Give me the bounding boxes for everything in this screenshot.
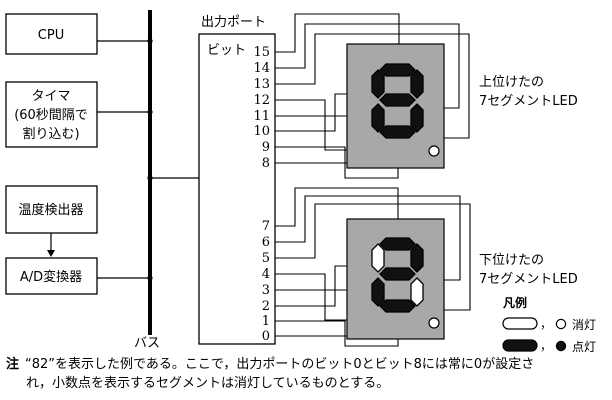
legend-on-label: 点灯 — [572, 340, 596, 352]
legend-on-segment — [502, 339, 538, 352]
wire — [275, 23, 460, 109]
lower-led-label-2: 7セグメントLED — [479, 272, 578, 287]
upper-segment-f — [371, 69, 385, 99]
bus-junction — [147, 275, 153, 281]
upper-segments — [371, 63, 424, 139]
lower-led-label-1: 下位けたの — [479, 253, 544, 268]
bit-label-7: 7 — [262, 219, 270, 234]
bit-label-3: 3 — [262, 283, 270, 298]
lower-led-display — [346, 218, 445, 340]
legend-off-dot — [555, 318, 567, 330]
upper-led-display — [346, 43, 445, 169]
bus-junction — [147, 109, 153, 115]
bit-label-11: 11 — [253, 109, 270, 124]
bit-label-14: 14 — [253, 61, 270, 76]
bit-label-15: 15 — [253, 45, 270, 60]
timer-label-2: (60秒間隔で — [14, 108, 88, 123]
lower-segment-e — [371, 277, 385, 307]
footnote: 注 “82”を表示した例である。ここで，出力ポートのビット0とビット8には常に0が… — [6, 355, 606, 393]
wire — [275, 195, 461, 281]
note-line-2: れ，小数点を表示するセグメントは消灯しているものとする。 — [26, 376, 390, 391]
lower-decimal-point — [428, 317, 440, 329]
note-line-1: “82”を表示した例である。ここで，出力ポートのビット0とビット8には常に0が設… — [25, 357, 535, 372]
bit-label-12: 12 — [253, 93, 270, 108]
bit-label-8: 8 — [262, 156, 270, 171]
arrow-head — [47, 250, 55, 257]
legend-off-label: 消灯 — [572, 318, 596, 332]
upper-led-label-1: 上位けたの — [479, 75, 544, 90]
wire — [275, 13, 400, 69]
timer-label-3: 割り込む) — [22, 126, 79, 142]
legend-on-dot — [555, 340, 567, 352]
cpu-label: CPU — [38, 28, 64, 43]
bit-label-5: 5 — [262, 251, 270, 266]
upper-segment-c — [410, 103, 424, 133]
wire — [275, 187, 399, 244]
adc-label: A/D変換器 — [20, 269, 82, 285]
lower-segments — [371, 237, 424, 313]
upper-segment-g — [379, 93, 416, 107]
bit-label-4: 4 — [262, 267, 270, 282]
bit-label-13: 13 — [253, 77, 270, 92]
bus-label: バス — [134, 336, 160, 351]
diagram-svg: CPU タイマ (60秒間隔で 割り込む) 温度検出器 A/D変換器 バス 出力… — [5, 10, 596, 352]
bit-label-10: 10 — [253, 124, 270, 139]
bit-header: ビット — [207, 43, 246, 58]
bit-label-2: 2 — [262, 299, 270, 314]
timer-box — [5, 81, 98, 148]
wire — [275, 33, 470, 139]
output-port-box — [198, 33, 276, 345]
legend-separator: ， — [540, 339, 552, 352]
upper-segment-e — [371, 103, 385, 133]
upper-segment-b — [410, 69, 424, 99]
lower-segment-a — [379, 237, 416, 251]
port-title: 出力ポート — [201, 15, 266, 30]
upper-segment-a — [379, 63, 416, 77]
lower-segment-f — [371, 243, 385, 273]
temp-sensor-label: 温度検出器 — [18, 202, 83, 218]
temp-sensor-box — [5, 185, 98, 234]
adc-box — [5, 257, 98, 295]
bit-label-6: 6 — [262, 235, 270, 250]
bit-label-9: 9 — [262, 140, 270, 155]
legend-title: 凡例 — [503, 295, 527, 310]
bus-junction — [147, 175, 153, 181]
note-lead: 注 — [6, 357, 20, 372]
bit-label-1: 1 — [262, 314, 270, 329]
bit-label-0: 0 — [262, 329, 270, 344]
cpu-box — [5, 13, 98, 55]
upper-segment-d — [379, 125, 416, 139]
lower-segment-c — [410, 277, 424, 307]
legend-off-segment — [502, 317, 538, 330]
lower-segment-b — [410, 243, 424, 273]
wire — [275, 203, 471, 311]
upper-led-label-2: 7セグメントLED — [479, 94, 578, 109]
lower-segment-d — [379, 299, 416, 313]
upper-decimal-point — [428, 145, 440, 157]
legend-separator: ， — [540, 317, 552, 331]
bus-junction — [147, 38, 153, 44]
timer-label-1: タイマ — [31, 89, 70, 104]
lower-segment-g — [379, 267, 416, 281]
